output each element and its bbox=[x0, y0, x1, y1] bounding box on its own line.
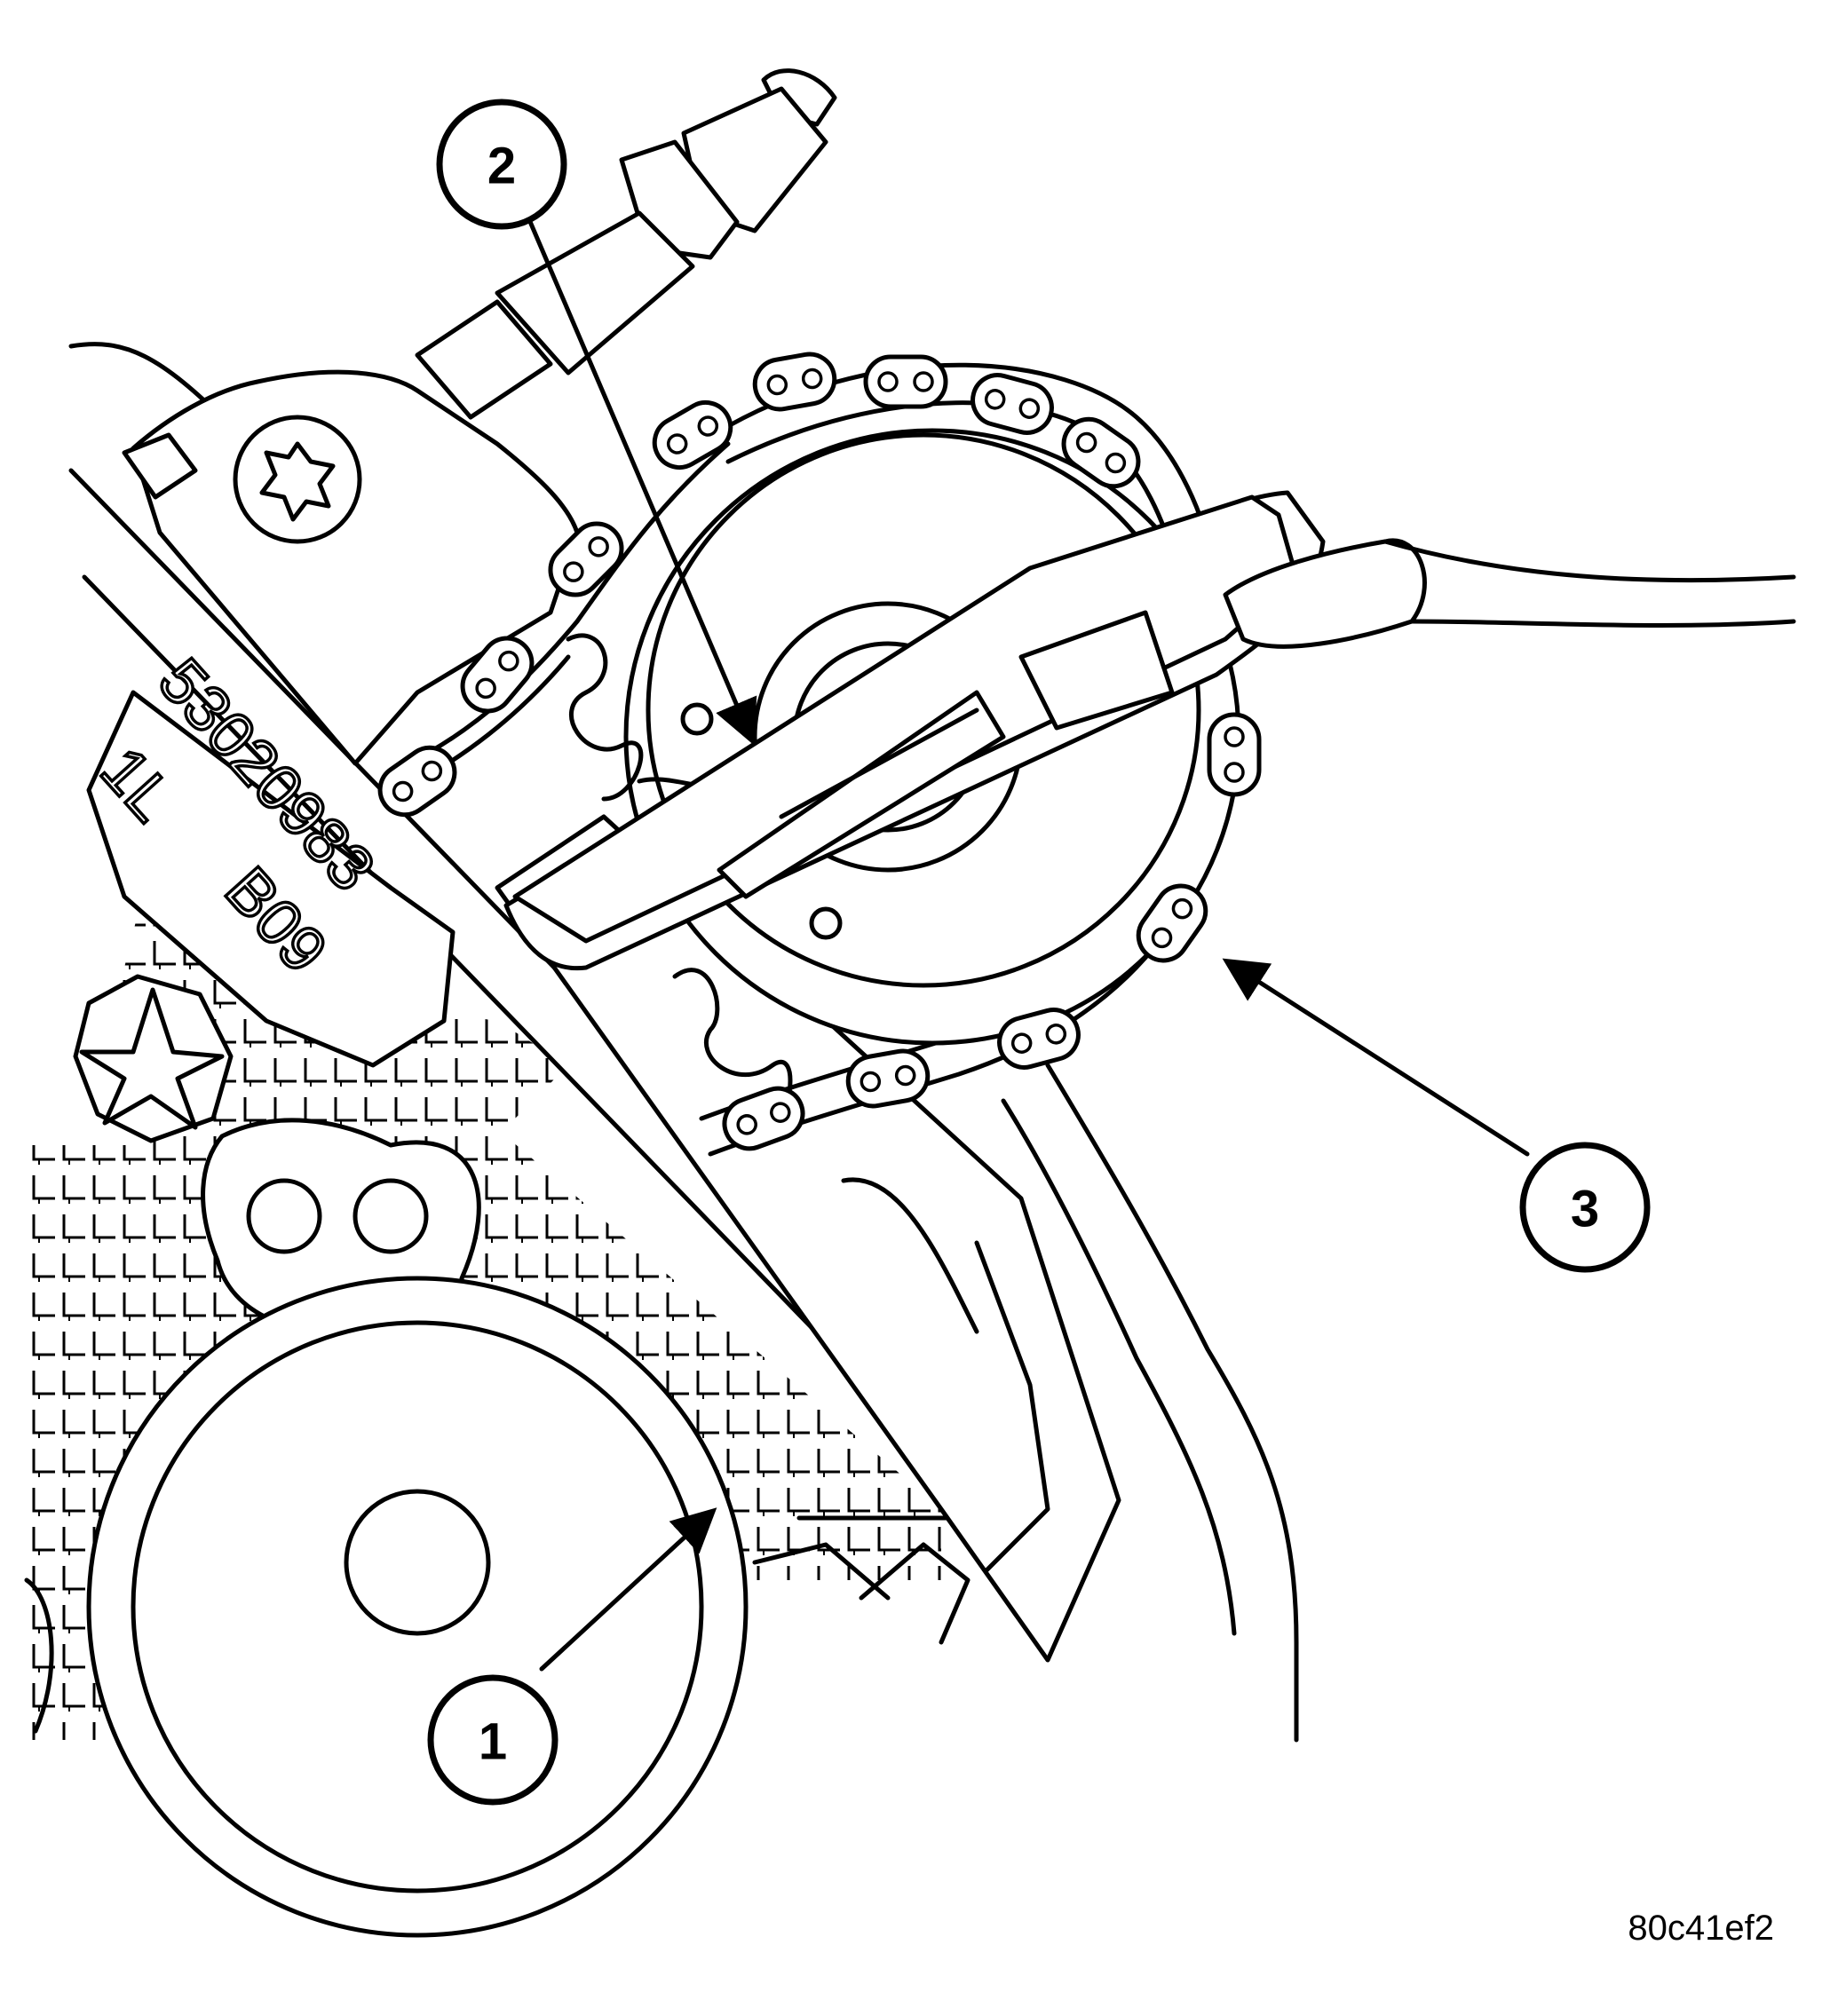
chain-link bbox=[652, 400, 733, 470]
chain-link bbox=[863, 354, 948, 409]
chain-link bbox=[1061, 416, 1141, 489]
chain-link bbox=[548, 521, 624, 597]
chain-links bbox=[377, 352, 1262, 1151]
chain-link bbox=[1136, 883, 1208, 963]
chain-link bbox=[460, 636, 535, 714]
spark-plug bbox=[415, 68, 837, 420]
chain-guide bbox=[495, 814, 1299, 1743]
callout-2-arrow bbox=[526, 215, 757, 746]
callout-3: 3 bbox=[1519, 1142, 1651, 1273]
chain-link bbox=[970, 373, 1054, 435]
chain-link bbox=[377, 745, 457, 818]
callout-1-label: 1 bbox=[479, 1713, 507, 1771]
chain-link bbox=[752, 352, 837, 412]
holding-tool bbox=[503, 490, 1796, 971]
callout-2-label: 2 bbox=[487, 138, 516, 195]
crankshaft-sprocket bbox=[24, 1276, 749, 1938]
callout-2: 2 bbox=[436, 99, 567, 230]
actuator-housing bbox=[122, 369, 580, 766]
chain-link bbox=[1207, 712, 1262, 797]
callout-1: 1 bbox=[427, 1674, 559, 1806]
leader-arrows bbox=[526, 215, 1530, 1672]
callout-1-arrow bbox=[539, 1507, 717, 1672]
callout-3-label: 3 bbox=[1571, 1181, 1599, 1238]
chain-link bbox=[845, 1048, 931, 1109]
chain-link bbox=[997, 1008, 1081, 1070]
callout-3-arrow bbox=[1222, 958, 1530, 1157]
figure-id: 80c41ef2 bbox=[1628, 1909, 1774, 1948]
chain-link bbox=[722, 1086, 805, 1151]
